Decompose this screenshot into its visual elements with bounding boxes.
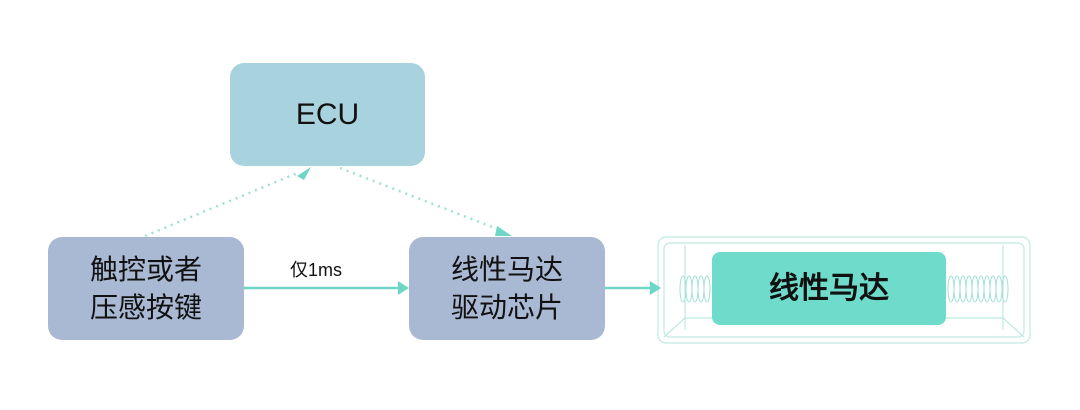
touch-pressure-key-node: 触控或者压感按键 (48, 237, 244, 340)
spring-right-icon (947, 275, 1009, 303)
arrow-driver-motor (605, 281, 661, 295)
linear-motor-node: 线性马达 (712, 252, 946, 325)
source-label-line1: 触控或者 (89, 253, 202, 285)
arrow-ecu-driver (339, 166, 512, 236)
motor-housing (657, 236, 1031, 344)
spring-left-icon (679, 275, 711, 303)
motor-driver-chip-node: 线性马达驱动芯片 (409, 237, 605, 340)
source-label-line2: 压感按键 (89, 291, 202, 323)
latency-label: 仅1ms (290, 260, 343, 280)
arrow-source-driver (244, 281, 409, 295)
driver-label-line1: 线性马达 (450, 253, 563, 285)
driver-label-line2: 驱动芯片 (450, 291, 563, 323)
motor-label: 线性马达 (769, 271, 889, 305)
ecu-node: ECU (230, 63, 425, 166)
ecu-label: ECU (295, 97, 360, 131)
arrow-source-ecu (144, 167, 311, 238)
